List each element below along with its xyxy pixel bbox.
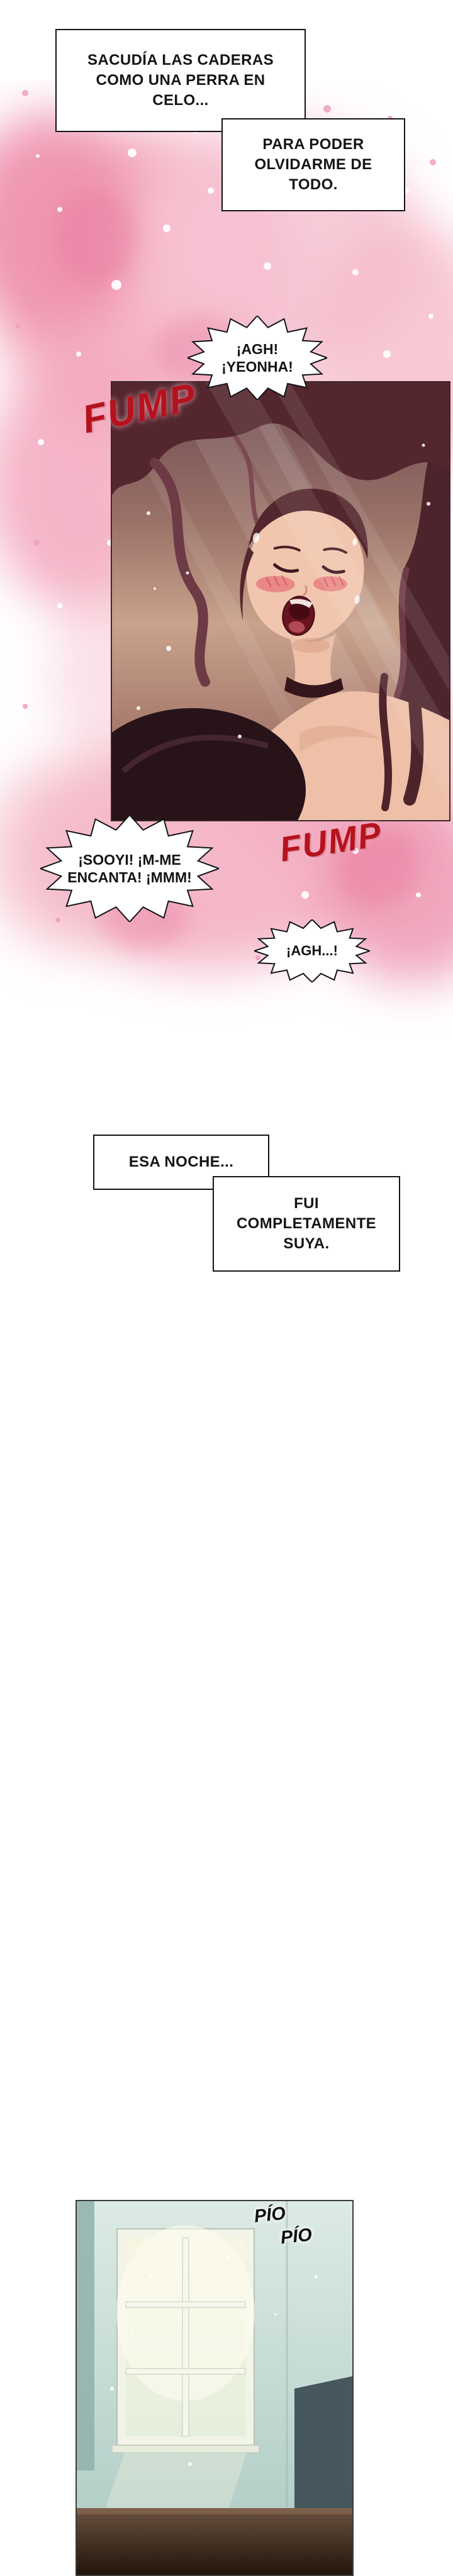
partner-silhouette xyxy=(111,708,306,821)
caption-box-2: PARA PODER OLVIDARME DE TODO. xyxy=(221,118,405,211)
eyebrow-left xyxy=(273,545,301,552)
choker xyxy=(284,677,344,698)
bubble-text: ¡AGH! ¡YEONHA! xyxy=(221,340,293,375)
nose xyxy=(303,585,308,596)
face xyxy=(240,488,368,641)
window-sill xyxy=(111,2445,260,2453)
floor xyxy=(76,2508,354,2576)
sfx-pio-2: PÍO xyxy=(279,2224,313,2248)
burst-bubble-shape xyxy=(40,815,219,922)
curtain xyxy=(76,2200,94,2470)
light-rays-front xyxy=(180,381,450,821)
furniture-silhouette xyxy=(294,2376,354,2527)
caption-box-1: SACUDÍA LAS CADERAS COMO UNA PERRA EN CE… xyxy=(55,29,306,132)
caption-text: SACUDÍA LAS CADERAS COMO UNA PERRA EN CE… xyxy=(87,52,274,109)
caption-text: FUI COMPLETAMENTE SUYA. xyxy=(236,1195,377,1252)
floor-edge xyxy=(76,2508,354,2514)
open-mouth xyxy=(282,596,315,636)
shoulder-shading xyxy=(299,725,381,752)
speech-bubble-agh: ¡AGH...! xyxy=(254,919,370,982)
burst-bubble-shape xyxy=(254,919,370,982)
blush-lines xyxy=(266,575,344,588)
blush xyxy=(255,575,347,592)
sfx-pio-1: PÍO xyxy=(253,2203,287,2227)
window-room-panel xyxy=(76,2200,354,2576)
sweat-drops xyxy=(252,533,360,604)
caption-text: ESA NOCHE... xyxy=(128,1153,234,1171)
sfx-pio-pio: PÍO PÍO xyxy=(253,2203,342,2262)
eyebrow-right xyxy=(323,547,348,554)
main-art-panel xyxy=(111,381,450,821)
caption-box-4: FUI COMPLETAMENTE SUYA. xyxy=(213,1176,400,1272)
panel-border xyxy=(76,2200,354,2576)
closed-eye-left xyxy=(273,563,299,573)
window xyxy=(111,2225,260,2453)
bubble-text: ¡AGH...! xyxy=(286,942,338,958)
burst-bubble-shape xyxy=(187,316,327,400)
hair-strands-front xyxy=(379,645,425,811)
speech-bubble-agh-yeonha: ¡AGH! ¡YEONHA! xyxy=(187,316,327,400)
bubble-text: ¡SOOYI! ¡M-ME ENCANTA! ¡MMM! xyxy=(67,851,192,886)
sparkles xyxy=(137,443,430,738)
closed-eye-right xyxy=(322,565,345,574)
sparkles xyxy=(110,2256,318,2466)
caption-text: PARA PODER OLVIDARME DE TODO. xyxy=(254,136,372,193)
neck-shadow xyxy=(292,638,330,653)
speech-bubble-sooyi: ¡SOOYI! ¡M-ME ENCANTA! ¡MMM! xyxy=(40,815,219,922)
